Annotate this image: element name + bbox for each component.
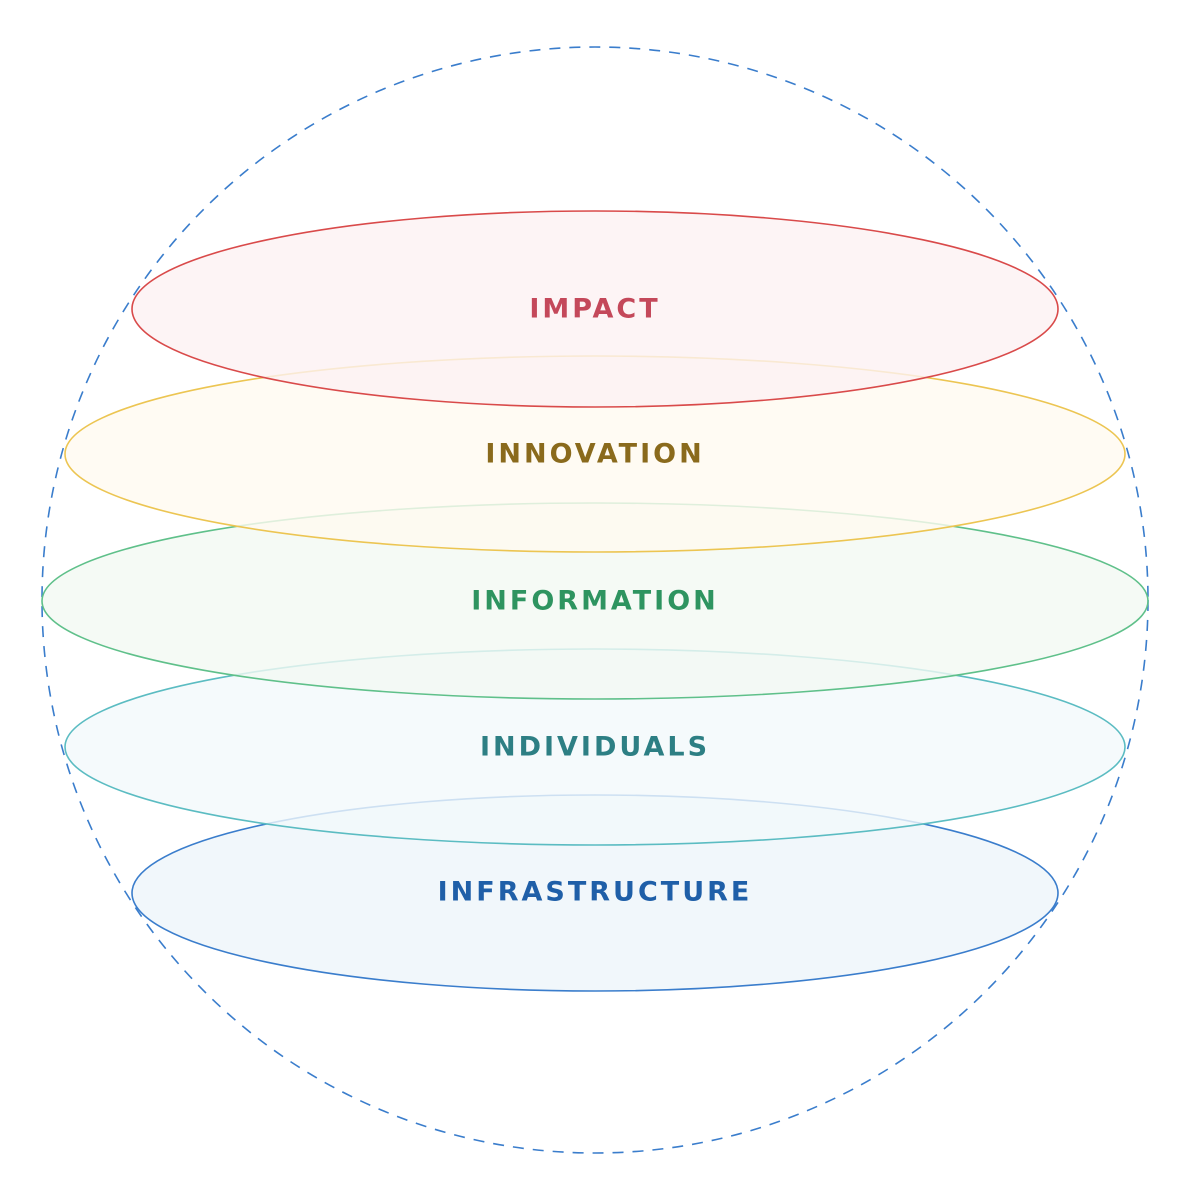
label-infrastructure: INFRASTRUCTURE [438,877,753,908]
label-impact: IMPACT [529,294,660,325]
layer-ellipse-impact [131,210,1059,408]
layer-labels: IMPACT INNOVATION INFORMATION INDIVIDUAL… [438,294,753,908]
label-information: INFORMATION [471,586,719,617]
label-individuals: INDIVIDUALS [480,732,710,763]
label-innovation: INNOVATION [485,439,704,470]
layer-ellipses [41,210,1149,992]
